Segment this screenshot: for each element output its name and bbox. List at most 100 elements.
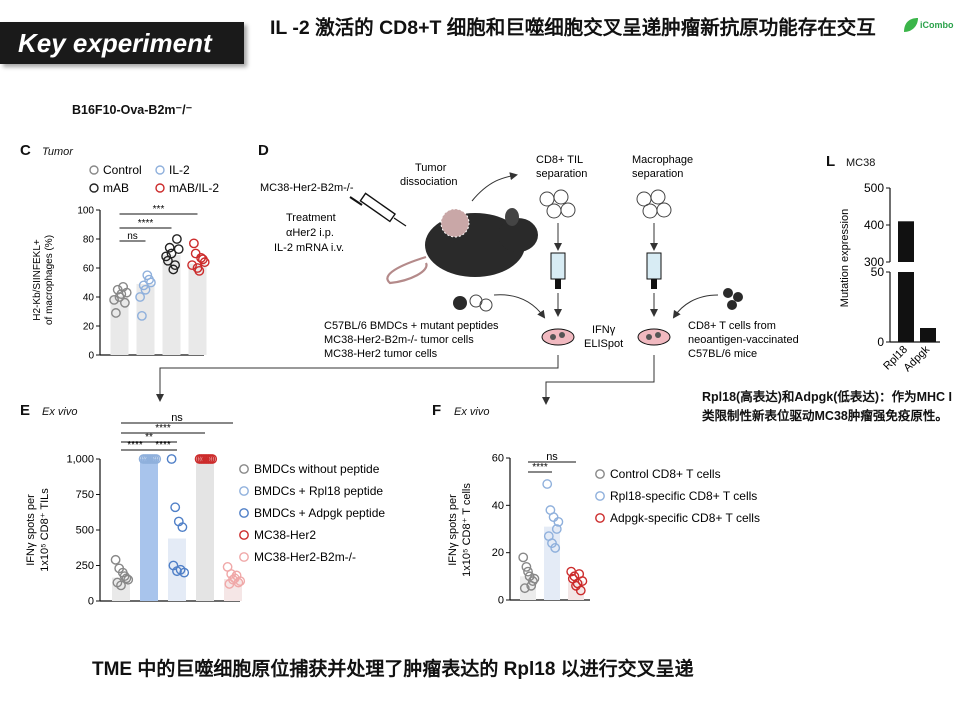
legend-label: Control CD8+ T cells bbox=[610, 467, 721, 481]
significance-label: ns bbox=[546, 451, 558, 463]
panel-d-mac-sep-2: separation bbox=[632, 168, 683, 180]
y-tick-label: 0 bbox=[88, 351, 94, 362]
data-point bbox=[140, 284, 151, 295]
y-tick-label: 50 bbox=[871, 265, 885, 279]
bar bbox=[162, 254, 181, 355]
panel-d-left-cells-2: MC38-Her2-B2m-/- tumor cells bbox=[324, 334, 474, 346]
bar bbox=[920, 328, 936, 342]
significance-label: **** bbox=[138, 218, 154, 229]
data-point bbox=[151, 454, 162, 464]
legend-marker bbox=[239, 486, 249, 496]
legend-label: Control bbox=[103, 163, 142, 177]
data-point bbox=[121, 287, 132, 298]
significance-label: **** bbox=[532, 462, 548, 473]
legend-label: MC38-Her2-B2m-/- bbox=[254, 550, 356, 564]
panel-c-ylabel-1: H2-Kb/SIINFEKL+ bbox=[32, 239, 43, 321]
panel-d-treatment-1: Treatment bbox=[286, 212, 336, 224]
data-point bbox=[136, 310, 147, 321]
legend-label: Rpl18-specific CD8+ T cells bbox=[610, 489, 757, 503]
data-point bbox=[188, 238, 199, 249]
data-point bbox=[170, 502, 181, 513]
elispot-well-right-icon bbox=[637, 328, 671, 346]
y-tick-label: 750 bbox=[76, 489, 94, 501]
data-point bbox=[144, 454, 154, 464]
slide-headline: IL -2 激活的 CD8+T 细胞和巨噬细胞交叉呈递肿瘤新抗原功能存在交互 bbox=[270, 17, 876, 39]
data-point bbox=[551, 524, 562, 534]
slide-footer: TME 中的巨噬细胞原位捕获并处理了肿瘤表达的 Rpl18 以进行交叉呈递 bbox=[92, 659, 694, 680]
panel-d-letter: D bbox=[258, 142, 269, 159]
significance-label: *** bbox=[153, 204, 165, 215]
legend-label: BMDCs + Adpgk peptide bbox=[254, 506, 385, 520]
panel-d-treatment-3: IL-2 mRNA i.v. bbox=[274, 242, 344, 254]
legend-marker bbox=[89, 165, 99, 175]
data-point bbox=[114, 292, 125, 302]
data-point bbox=[553, 517, 564, 527]
panel-d-mac-sep-1: Macrophage bbox=[632, 154, 693, 166]
panel-d-left-cells-3: MC38-Her2 tumor cells bbox=[324, 348, 438, 360]
panel-e-letter: E bbox=[20, 402, 31, 419]
bar bbox=[188, 263, 207, 355]
panel-connector-arrows bbox=[156, 355, 655, 405]
bar bbox=[196, 459, 214, 601]
panel-d-right-cells-3: C57BL/6 mice bbox=[688, 348, 757, 360]
data-point bbox=[521, 561, 532, 572]
data-point bbox=[235, 576, 246, 587]
data-point bbox=[166, 454, 177, 464]
data-point bbox=[187, 260, 198, 271]
data-point bbox=[147, 454, 158, 464]
y-tick-label: 1,000 bbox=[66, 454, 94, 466]
panel-c-ylabel-2: of macrophages (%) bbox=[44, 235, 55, 325]
y-tick-label: 500 bbox=[76, 525, 94, 537]
y-tick-label: 40 bbox=[492, 500, 504, 512]
data-point bbox=[200, 454, 210, 464]
panel-e-ylabel-2: 1x10⁵ CD8⁺ TILs bbox=[39, 488, 51, 572]
data-point bbox=[179, 567, 190, 578]
panel-d-til-sep-1: CD8+ TIL bbox=[536, 154, 583, 166]
bar bbox=[140, 459, 158, 601]
panel-d-elispot-1: IFNγ bbox=[592, 324, 616, 336]
legend-marker bbox=[595, 469, 605, 479]
significance-label: ns bbox=[171, 412, 183, 424]
legend-label: MC38-Her2 bbox=[254, 528, 316, 542]
legend-marker bbox=[89, 183, 99, 193]
syringe-icon bbox=[349, 192, 407, 227]
y-tick-label: 0 bbox=[877, 335, 884, 349]
tcell-cluster-icon bbox=[723, 288, 743, 310]
significance-label: **** bbox=[127, 440, 143, 451]
legend-marker bbox=[595, 491, 605, 501]
data-point bbox=[111, 308, 121, 318]
bar bbox=[110, 295, 129, 355]
data-point bbox=[523, 566, 533, 577]
panel-f-ylabel-2: 1x10⁵ CD8⁺ T cells bbox=[461, 483, 473, 577]
panel-l-subtitle: MC38 bbox=[846, 157, 876, 169]
data-point bbox=[168, 264, 179, 275]
icombo-logo: iCombo bbox=[902, 14, 958, 38]
data-point bbox=[171, 234, 182, 244]
data-point bbox=[527, 576, 538, 586]
data-point bbox=[161, 251, 172, 262]
panel-d-til-sep-2: separation bbox=[536, 168, 587, 180]
panel-d-right-cells-1: CD8+ T cells from bbox=[688, 320, 776, 332]
data-point bbox=[207, 454, 218, 464]
legend-marker bbox=[155, 183, 165, 193]
legend-label: IL-2 bbox=[169, 163, 190, 177]
key-experiment-banner: Key experiment bbox=[0, 22, 244, 64]
y-tick-label: 100 bbox=[77, 206, 94, 217]
panel-f-letter: F bbox=[432, 402, 442, 419]
data-point bbox=[173, 244, 184, 255]
data-point bbox=[548, 512, 559, 523]
panel-e-ylabel-1: IFNγ spots per bbox=[25, 494, 37, 566]
data-point bbox=[177, 522, 188, 533]
bar bbox=[898, 221, 914, 262]
legend-label: Adpgk-specific CD8+ T cells bbox=[610, 511, 760, 525]
y-tick-label: 0 bbox=[88, 596, 94, 608]
data-point bbox=[123, 574, 134, 585]
y-tick-label: 250 bbox=[76, 560, 94, 572]
data-point bbox=[109, 294, 120, 305]
data-point bbox=[542, 479, 553, 489]
significance-label: ** bbox=[145, 432, 153, 443]
data-point bbox=[135, 292, 146, 302]
data-point bbox=[166, 248, 177, 259]
